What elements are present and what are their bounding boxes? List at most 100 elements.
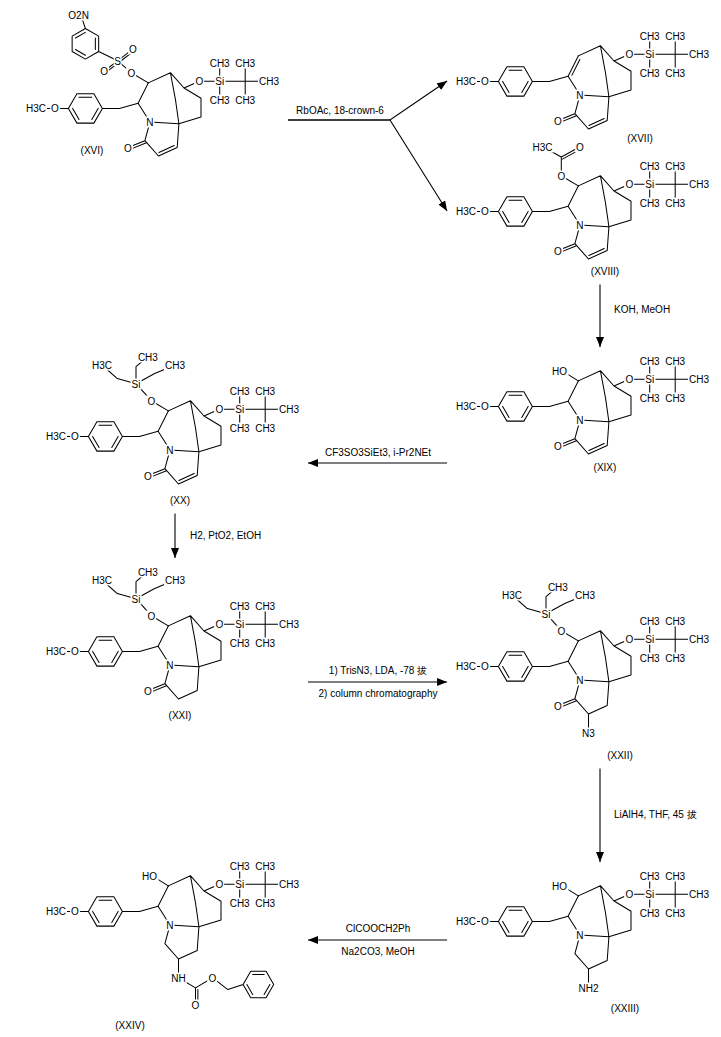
atom-label: O: [70, 431, 80, 442]
atom-label: H3C: [455, 206, 477, 217]
atom-label: H3C: [25, 103, 47, 114]
atom-label: H3C: [91, 360, 113, 371]
atom-label: O: [480, 76, 490, 87]
compound: H3CONOOSiCH3CH3CH3CH3CH3OSiCH3CH3H3C(XX): [42, 348, 303, 509]
atom-label: CH3: [254, 600, 276, 611]
atom-label: H3C: [501, 590, 523, 601]
atom-label: CH3: [209, 94, 231, 105]
atom-label: O: [208, 972, 218, 983]
atom-label: CH3: [639, 160, 661, 171]
atom-label: CH3: [664, 30, 686, 41]
compound: H3CONOSiCH3CH3CH3CH3CH3HONH2(XXIII): [452, 867, 713, 1017]
atom-label: O: [214, 879, 224, 890]
atom-label: O: [214, 404, 224, 415]
atom-label: H3C: [45, 906, 67, 917]
atom-label: CH3: [664, 355, 686, 366]
atom-label: CH3: [234, 57, 256, 68]
atom-label: O: [575, 141, 585, 152]
atom-label: O: [480, 206, 490, 217]
atom-label: N: [145, 117, 154, 128]
compound-number: (XX): [169, 495, 191, 506]
reagent-label: CF3SO3SiEt3, i-Pr2NEt: [323, 447, 433, 459]
reagent-label: Na2CO3, MeOH: [339, 946, 416, 958]
atom-label: O: [553, 245, 563, 256]
reagent-label: 2) column chromatography: [317, 688, 440, 700]
atom-label: H3C: [91, 575, 113, 586]
structure: [56, 572, 289, 700]
atom-label: H3C: [45, 431, 67, 442]
reagent-label: 1) TrisN3, LDA, -78 拔: [327, 665, 429, 677]
atom-label: Si: [131, 593, 142, 604]
atom-label: O: [624, 374, 634, 385]
atom-label: CH3: [639, 355, 661, 366]
compound-number: (XVII): [626, 133, 654, 144]
atom-label: CH3: [639, 907, 661, 918]
atom-label: CH3: [664, 870, 686, 881]
atom-label: CH3: [574, 590, 596, 601]
atom-label: O: [624, 49, 634, 60]
compound: H3CONOOSiCH3CH3CH3CH3CH3OSiCH3CH3H3CN3(X…: [452, 578, 713, 764]
atom-label: CH3: [164, 575, 186, 586]
atom-label: N: [575, 90, 584, 101]
atom-label: CH3: [254, 860, 276, 871]
atom-label: Si: [234, 879, 245, 890]
atom-label: CH3: [229, 422, 251, 433]
atom-label: CH3: [254, 385, 276, 396]
reagent-label: ClCOOCH2Ph: [344, 923, 412, 935]
structure: [466, 36, 699, 130]
atom-label: CH3: [229, 897, 251, 908]
atom-label: Si: [214, 76, 225, 87]
atom-label: CH3: [254, 422, 276, 433]
atom-label: Si: [644, 634, 655, 645]
atom-label: O: [146, 610, 156, 621]
compound: H3CONOOSiCH3CH3CH3CH3CH3HO(XIX): [452, 352, 713, 476]
atom-label: O: [553, 440, 563, 451]
reagent-label: KOH, MeOH: [612, 304, 672, 316]
reaction-arrow: [308, 939, 447, 940]
atom-label: N3: [581, 727, 596, 738]
atom-label: S: [113, 55, 122, 66]
atom-label: CH3: [639, 392, 661, 403]
compound: H3CONOOSiCH3CH3CH3CH3CH3OSiCH3CH3H3C(XXI…: [42, 563, 303, 724]
atom-label: O: [123, 142, 133, 153]
compound: H3CONOOSiCH3CH3CH3CH3CH3(XVII): [452, 27, 713, 147]
atom-label: NH2: [577, 982, 599, 993]
atom-label: O: [624, 179, 634, 190]
compound-number: (XIX): [593, 462, 618, 473]
atom-label: H3C: [455, 401, 477, 412]
atom-label: O: [99, 66, 109, 77]
atom-label: N: [575, 675, 584, 686]
atom-label: Si: [644, 179, 655, 190]
atom-label: O: [143, 470, 153, 481]
reaction-arrow: [599, 285, 600, 348]
atom-label: O: [556, 625, 566, 636]
atom-label: CH3: [278, 619, 300, 630]
atom-label: N: [575, 930, 584, 941]
reaction-arrow: [288, 81, 447, 120]
atom-label: CH3: [664, 197, 686, 208]
atom-label: CH3: [254, 897, 276, 908]
reaction-arrow: [308, 681, 447, 682]
atom-label: NH: [170, 972, 186, 983]
atom-label: O: [553, 700, 563, 711]
atom-label: CH3: [209, 57, 231, 68]
atom-label: O: [50, 103, 60, 114]
atom-label: CH3: [664, 615, 686, 626]
atom-label: Si: [131, 378, 142, 389]
atom-label: CH3: [688, 179, 710, 190]
atom-label: CH3: [547, 581, 569, 592]
atom-label: O: [143, 685, 153, 696]
atom-label: CH3: [137, 351, 159, 362]
atom-label: O: [553, 115, 563, 126]
compound-number: (XXIII): [610, 1003, 640, 1014]
atom-label: CH3: [254, 637, 276, 648]
atom-label: O: [128, 43, 138, 54]
reaction-arrow: [599, 769, 600, 863]
atom-label: CH3: [639, 870, 661, 881]
atom-label: N: [165, 660, 174, 671]
atom-label: O: [70, 906, 80, 917]
structure: [466, 587, 699, 733]
atom-label: CH3: [278, 404, 300, 415]
